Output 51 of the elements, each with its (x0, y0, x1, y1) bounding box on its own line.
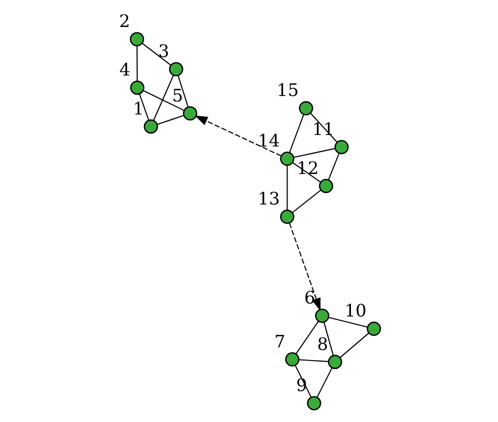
connector (292, 148, 335, 158)
node-circle (327, 354, 342, 369)
connector (328, 152, 340, 180)
node-label: 12 (296, 158, 318, 178)
node-circle (366, 321, 381, 336)
connector (322, 322, 334, 356)
node-circle (182, 106, 197, 120)
node-circle (306, 396, 321, 410)
node-label: 6 (304, 288, 315, 308)
node-label: 3 (158, 42, 169, 62)
connector (286, 164, 288, 210)
connector (298, 358, 328, 362)
node-circle (334, 140, 348, 154)
arrow (288, 222, 320, 311)
node-circle (318, 178, 333, 193)
connector (152, 74, 174, 120)
connector (328, 316, 368, 328)
node-circle (280, 151, 294, 166)
node-label: 9 (296, 376, 307, 396)
connector (177, 75, 188, 107)
node-label: 1 (132, 98, 144, 119)
connector (142, 90, 184, 110)
connector (292, 189, 321, 213)
node-circle (314, 308, 329, 322)
connector (339, 332, 369, 358)
node-label: 2 (118, 12, 130, 32)
connector (141, 42, 170, 65)
connector (288, 114, 304, 152)
node-label: 10 (344, 301, 366, 322)
node-circle (298, 100, 313, 115)
node-label: 7 (274, 332, 285, 352)
node-circle (129, 32, 144, 46)
node-label: 4 (118, 60, 130, 80)
node-circle (168, 62, 183, 76)
node-label: 14 (257, 131, 280, 152)
node-label: 8 (316, 334, 328, 354)
arrow (194, 114, 281, 156)
node-label: 13 (257, 189, 280, 210)
node-circle (280, 209, 294, 224)
connector (292, 162, 320, 182)
connector (316, 367, 332, 397)
node-circle (130, 80, 144, 94)
node-circle (143, 118, 158, 134)
connector (295, 320, 318, 354)
connector (136, 45, 138, 80)
connector (294, 364, 312, 397)
node-label: 15 (276, 80, 298, 101)
connector (156, 114, 184, 124)
node-circle (284, 352, 299, 366)
connector (138, 93, 149, 120)
node-label: 5 (172, 86, 183, 106)
